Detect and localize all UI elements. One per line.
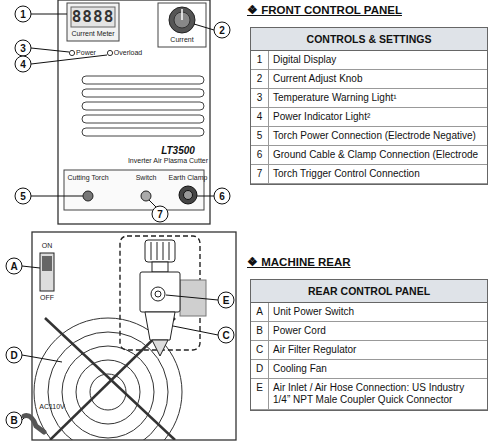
callout-number: 3 (15, 40, 32, 57)
table-cell: Torch Trigger Control Connection (269, 165, 487, 184)
socket-label: Switch (136, 174, 157, 182)
callout-number: 5 (15, 188, 32, 205)
switch-label: ON (42, 242, 53, 250)
vent-slots (82, 76, 204, 136)
table-key: 7 (251, 165, 269, 184)
air-filter-regulator (140, 240, 180, 356)
torch-socket (83, 191, 93, 201)
table-key: 4 (251, 108, 269, 127)
light-label: Overload (114, 49, 142, 57)
settings-table: REAR CONTROL PANELAUnit Power SwitchBPow… (250, 279, 488, 411)
display-digits: 8888 (72, 8, 115, 26)
switch-socket (141, 191, 151, 201)
table-key: A (251, 303, 269, 322)
light-label: Power (76, 49, 96, 57)
table-key: D (251, 360, 269, 379)
socket-label: Cutting Torch (67, 174, 108, 182)
power-cord (24, 416, 44, 432)
callout-number: C (218, 327, 235, 344)
display-label: Current Meter (71, 30, 114, 38)
rear-panel (32, 232, 236, 440)
table-key: 2 (251, 70, 269, 89)
settings-table: CONTROLS & SETTINGS1Digital Display2Curr… (250, 27, 488, 185)
table-cell: Ground Cable & Clamp Connection (Electro… (269, 146, 487, 165)
warning-light (107, 50, 112, 55)
table-key: C (251, 341, 269, 360)
table-cell: Current Adjust Knob (269, 70, 487, 89)
power-switch (40, 253, 54, 291)
rear-leader-lines (22, 266, 218, 420)
table-cell: Unit Power Switch (269, 303, 487, 322)
callout-number: E (218, 292, 235, 309)
table-cell: Cooling Fan (269, 360, 487, 379)
table-key: B (251, 322, 269, 341)
callout-number: 2 (214, 22, 231, 39)
callout-number: D (6, 347, 23, 364)
callout-number: 1 (15, 6, 32, 23)
callout-number: 7 (152, 206, 169, 223)
power-light (69, 50, 74, 55)
socket-label: Earth Clamp (169, 174, 208, 182)
section-heading: ❖ FRONT CONTROL PANEL (247, 4, 402, 17)
display-frame (67, 3, 119, 41)
voltage-label: AC110V (39, 403, 65, 411)
table-key: E (251, 379, 269, 410)
table-cell: Power Indicator Light² (269, 108, 487, 127)
table-cell: Digital Display (269, 51, 487, 70)
knob-pointer (181, 9, 183, 20)
callout-number: 4 (15, 56, 32, 73)
table-cell: Air Filter Regulator (269, 341, 487, 360)
table-cell: Torch Power Connection (Electrode Negati… (269, 127, 487, 146)
switch-rocker (42, 256, 52, 271)
table-cell: Power Cord (269, 322, 487, 341)
front-panel (58, 0, 210, 224)
earth-socket-core (184, 191, 193, 200)
table-key: 3 (251, 89, 269, 108)
table-header: CONTROLS & SETTINGS (251, 28, 487, 51)
display-screen (71, 7, 115, 27)
product-name: Inverter Air Plasma Cutter (128, 157, 208, 165)
switch-label: OFF (40, 294, 54, 302)
model-name: LT3500 (161, 145, 195, 156)
table-cell: Air Inlet / Air Hose Connection: US Indu… (269, 379, 487, 410)
leader-lines (31, 14, 214, 207)
table-key: 6 (251, 146, 269, 165)
knob-label: Current (170, 36, 193, 44)
table-header: REAR CONTROL PANEL (251, 280, 487, 303)
callout-number: 6 (214, 188, 231, 205)
table-key: 1 (251, 51, 269, 70)
current-knob (169, 7, 195, 33)
callout-number: B (6, 412, 23, 429)
section-heading: ❖ MACHINE REAR (247, 256, 351, 269)
callout-number: A (6, 258, 23, 275)
earth-socket (179, 186, 197, 204)
table-cell: Temperature Warning Light¹ (269, 89, 487, 108)
table-key: 5 (251, 127, 269, 146)
